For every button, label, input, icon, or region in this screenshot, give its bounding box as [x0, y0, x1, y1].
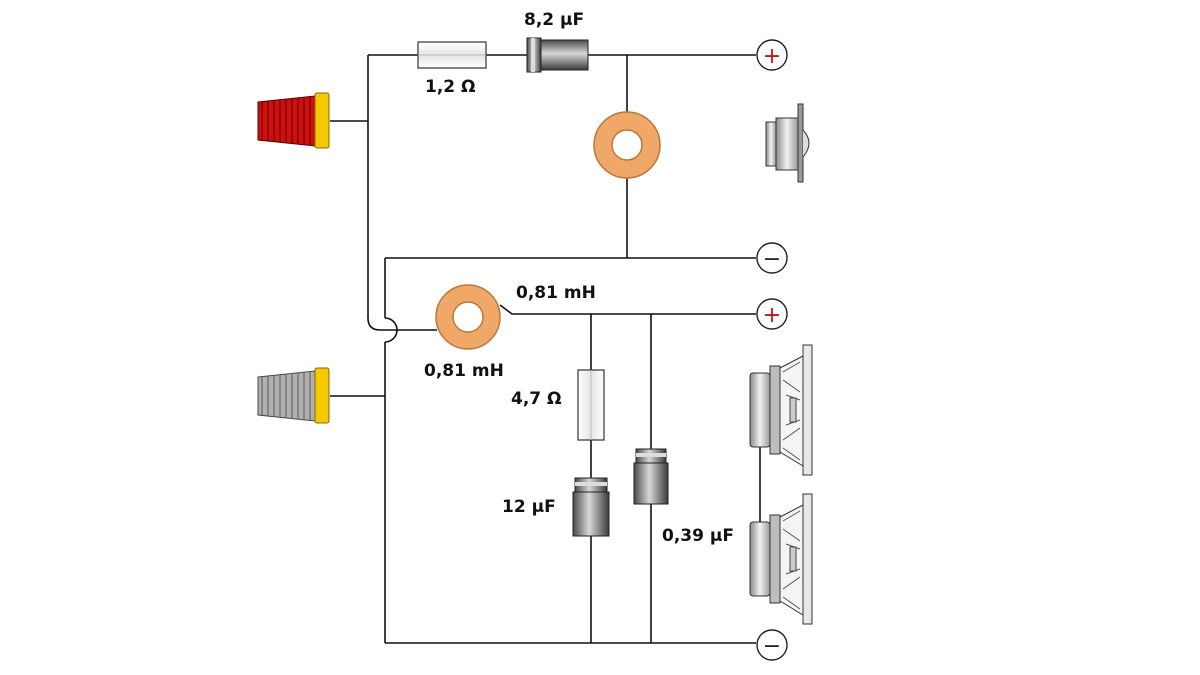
woofer-resistor — [577, 369, 605, 441]
woofer-coil-label-top: 0,81 mH — [516, 283, 596, 303]
woofer-coil — [435, 284, 501, 350]
woofer-capacitor-039 — [633, 448, 669, 505]
tweeter-resistor-label: 1,2 Ω — [425, 77, 476, 97]
woofer-speaker-bottom-icon — [749, 493, 813, 625]
tweeter-capacitor-label: 8,2 μF — [524, 10, 584, 30]
tweeter-capacitor — [526, 37, 589, 73]
wires — [330, 54, 761, 644]
tweeter-coil — [593, 111, 661, 179]
tweeter-speaker-icon — [765, 103, 810, 183]
woofer-minus-sign: − — [763, 634, 781, 659]
tweeter-resistor — [417, 41, 487, 69]
positive-input-terminal — [257, 92, 330, 149]
tweeter-minus-terminal: − — [756, 242, 788, 274]
woofer-minus-terminal: − — [756, 629, 788, 661]
woofer-speaker-top-icon — [749, 344, 813, 476]
woofer-resistor-label: 4,7 Ω — [511, 389, 562, 409]
tweeter-plus-terminal: + — [756, 39, 788, 71]
tweeter-minus-sign: − — [763, 247, 781, 272]
tweeter-plus-sign: + — [763, 44, 781, 69]
woofer-capacitor-12 — [572, 477, 610, 537]
woofer-capacitor-12-label: 12 μF — [502, 497, 556, 517]
woofer-plus-sign: + — [763, 303, 781, 328]
negative-input-terminal — [257, 367, 330, 424]
woofer-capacitor-039-label: 0,39 μF — [662, 526, 734, 546]
woofer-coil-label-bottom: 0,81 mH — [424, 361, 504, 381]
woofer-plus-terminal: + — [756, 298, 788, 330]
